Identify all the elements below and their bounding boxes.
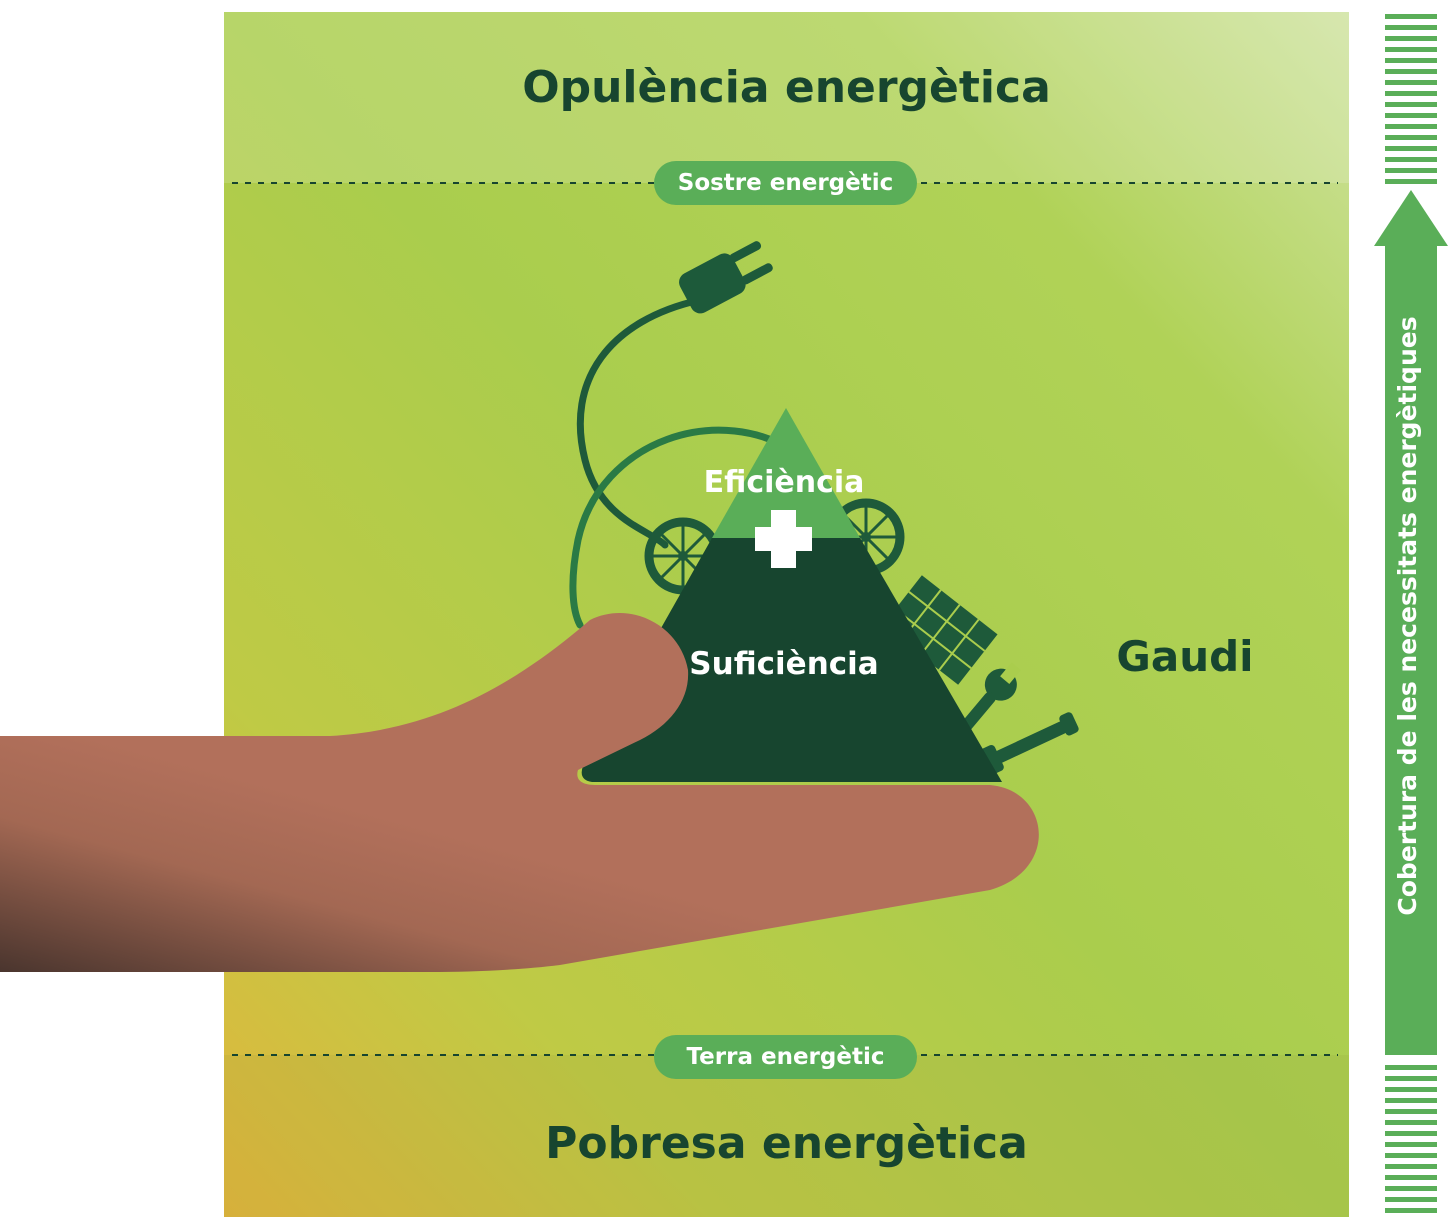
plug-icon	[679, 241, 773, 314]
floor-badge: Terra energètic	[654, 1035, 917, 1079]
efficiency-section	[712, 408, 860, 538]
hand-icon	[0, 613, 1039, 972]
opulence-band	[224, 12, 1349, 183]
plug-cable	[576, 296, 704, 549]
opulence-title: Opulència energètica	[522, 62, 1051, 113]
sufficiency-section	[581, 538, 1002, 782]
bottom-stripes	[1385, 1065, 1437, 1213]
plus-icon	[755, 510, 812, 568]
efficiency-label: Eficiència	[703, 465, 865, 500]
coverage-arrow-label: Cobertura de les necessitats energètique…	[1393, 316, 1422, 916]
arrow-head	[1374, 190, 1448, 246]
enjoyment-label: Gaudi	[1116, 632, 1254, 681]
coverage-arrow	[1374, 14, 1448, 1213]
tool-icon	[980, 712, 1079, 775]
arrow-shaft	[1385, 245, 1437, 1055]
sufficiency-label: Suficiència	[689, 646, 879, 682]
wrench-icon	[959, 662, 1021, 733]
top-stripes	[1385, 14, 1437, 184]
solar-panel-icon	[882, 575, 998, 685]
loop-cable	[569, 426, 804, 629]
poverty-title: Pobresa energètica	[545, 1118, 1028, 1169]
ceiling-badge: Sostre energètic	[654, 161, 917, 205]
poverty-band	[224, 1055, 1349, 1217]
